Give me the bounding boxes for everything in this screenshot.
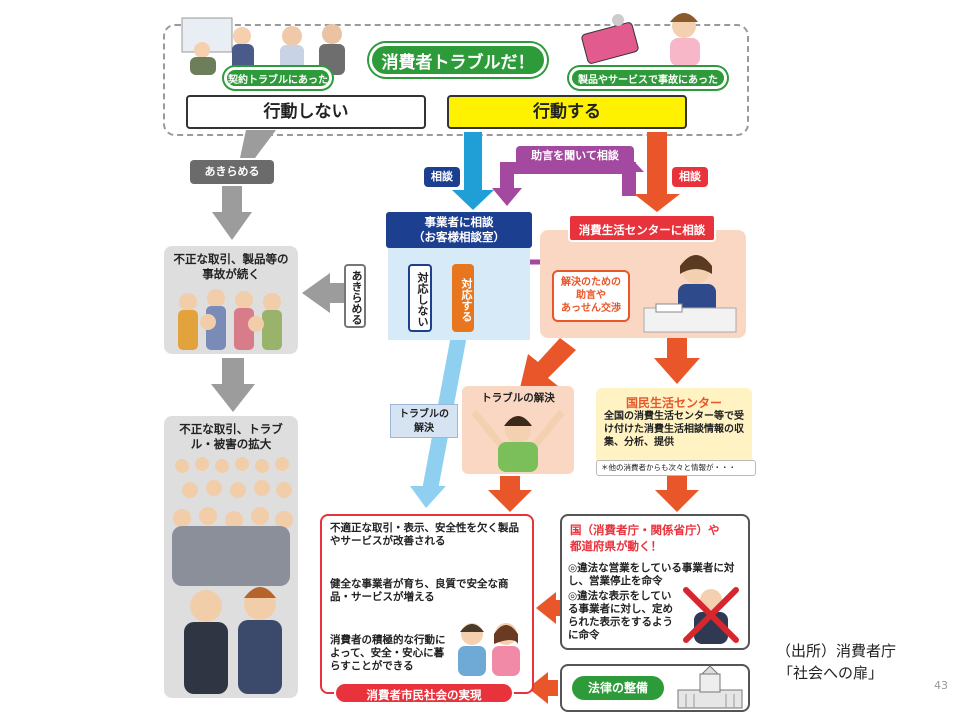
arrow-center-national xyxy=(654,338,700,384)
results-footer: 消費者市民社会の実現 xyxy=(334,682,514,704)
cross-icon xyxy=(683,587,739,643)
national-note: ＊他の消費者からも次々と情報が・・・ xyxy=(596,460,756,476)
result-item-2: 健全な事業者が育ち、良質で安全な商品・サービスが増える xyxy=(330,578,509,603)
result-item-3: 消費者の積極的な行動によって、安全・安心に暮らすことができる xyxy=(330,634,446,672)
couple-illustration xyxy=(452,620,528,676)
arrow-consult-center xyxy=(634,132,680,212)
law-badge: 法律の整備 xyxy=(572,676,664,700)
counselor-illustration xyxy=(640,246,740,334)
meeting-illustration xyxy=(172,14,362,76)
source-line-1: （出所）消費者庁 xyxy=(776,642,897,660)
arrow-no-action-down xyxy=(212,130,276,240)
arrow-law-results xyxy=(528,672,558,704)
center-advice: 解決のための 助言や あっせん交渉 xyxy=(552,270,630,322)
title-consumer-trouble: 消費者トラブルだ！ xyxy=(369,43,547,77)
tag-give-up: あきらめる xyxy=(190,160,274,184)
source-line-2: 「社会への扉」 xyxy=(778,664,884,682)
badge-product-accident: 製品やサービスで事故にあった xyxy=(569,67,727,89)
badge-contract-trouble: 契約トラブルにあった xyxy=(224,67,332,89)
arrow-continue-down xyxy=(211,358,255,412)
continue-title: 不正な取引、製品等の事故が続く xyxy=(173,252,289,281)
arrow-government-results xyxy=(536,592,566,624)
expand-title: 不正な取引、トラブル・被害の拡大 xyxy=(179,422,283,451)
worried-people-illustration xyxy=(168,286,294,352)
national-body: 全国の消費生活センター等で受け付けた消費生活相談情報の収集、分析、提供 xyxy=(604,411,744,448)
vertical-no-response: 対応しない xyxy=(408,264,432,332)
vertical-response: 対応する xyxy=(452,264,474,332)
arrow-consult-business xyxy=(452,132,494,210)
no-action-box[interactable]: 行動しない xyxy=(186,95,426,129)
accident-illustration xyxy=(580,6,730,68)
tag-consult-right: 相談 xyxy=(672,167,708,187)
page-number: 43 xyxy=(934,679,948,692)
tag-advice: 助言を聞いて相談 xyxy=(516,146,634,166)
crowd-illustration xyxy=(168,456,294,694)
action-box[interactable]: 行動する xyxy=(447,95,687,129)
arrow-center-solved xyxy=(520,338,576,388)
government-title-1: 国（消費者庁・関係省庁）や xyxy=(570,523,720,537)
government-title-2: 都道府県が動く！ xyxy=(570,539,662,553)
building-icon xyxy=(672,664,748,710)
panel-results xyxy=(320,514,534,694)
tag-trouble-solved: トラブルの 解決 xyxy=(390,404,458,438)
arrow-solved-result xyxy=(488,476,532,512)
business-title[interactable]: 事業者に相談 （お客様相談室） xyxy=(386,212,532,248)
vertical-give-up: あきらめる xyxy=(344,264,366,328)
happy-person-illustration xyxy=(470,404,566,472)
government-bullet-1: ◎違法な営業をしている事業者に対し、営業停止を命令 xyxy=(568,562,735,587)
center-title[interactable]: 消費生活センターに相談 xyxy=(568,214,716,242)
national-title: 国民生活センター xyxy=(625,396,722,410)
arrow-give-up-left xyxy=(302,273,345,313)
result-item-1: 不適正な取引・表示、安全性を欠く製品やサービスが改善される xyxy=(330,522,519,547)
stop-business-illustration xyxy=(676,584,746,644)
solved-title: トラブルの解決 xyxy=(481,392,555,404)
arrow-national-government xyxy=(655,476,699,512)
top-scenario-box xyxy=(163,24,749,136)
panel-national-center xyxy=(596,388,752,474)
government-bullet-2: ◎違法な表示をしている事業者に対し、定められた表示をするように命令 xyxy=(568,590,673,641)
tag-consult-left: 相談 xyxy=(424,167,460,187)
